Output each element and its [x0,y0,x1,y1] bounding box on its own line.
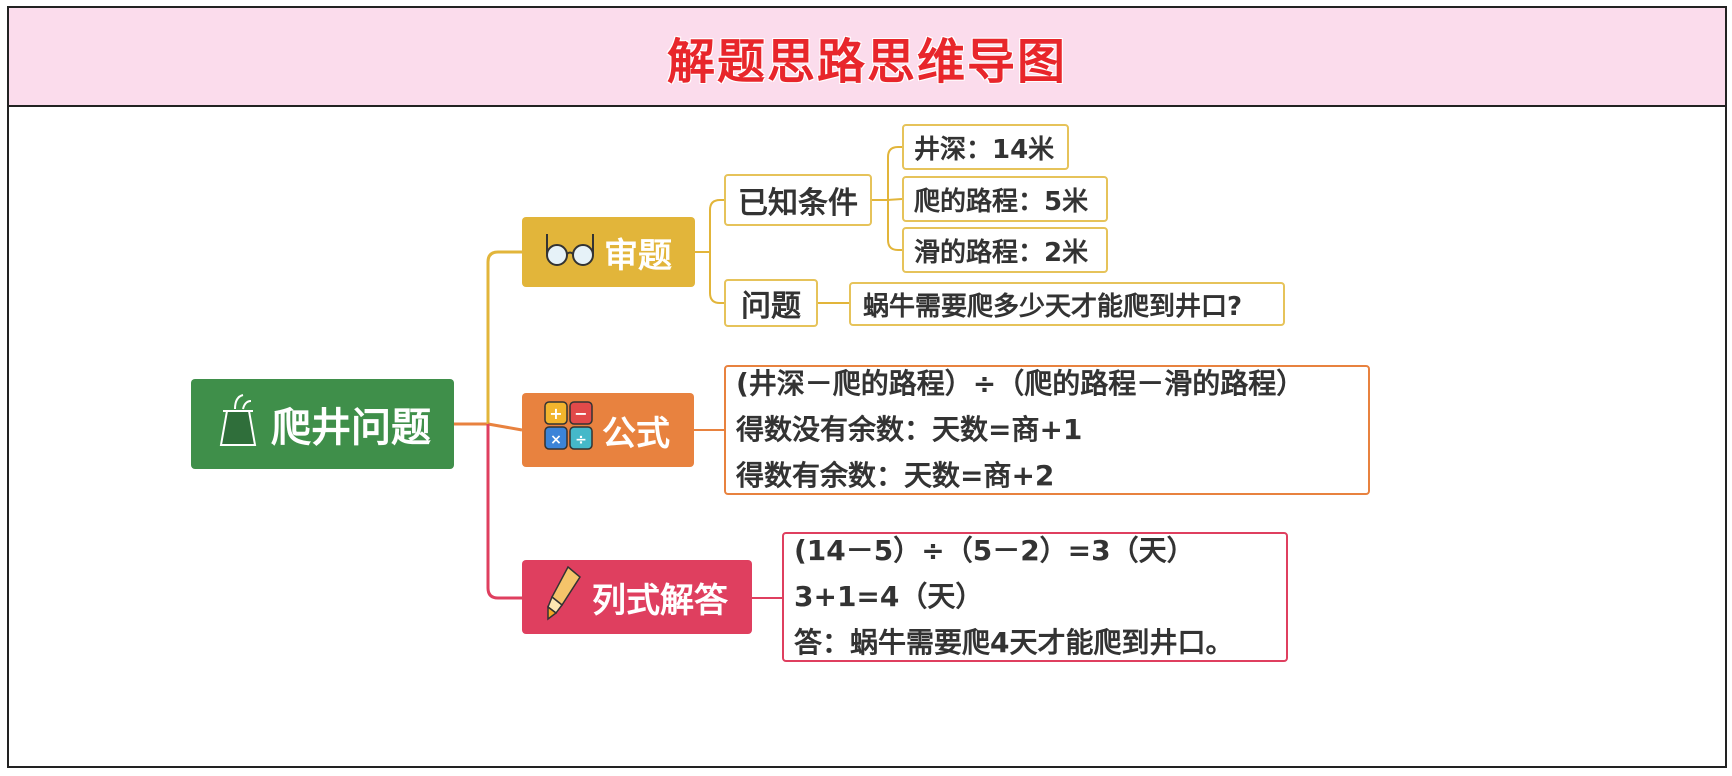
solution-line: (14－5）÷（5－2）=3（天） [794,534,1195,567]
known-item-label: 滑的路程：2米 [914,237,1089,268]
header-bar: 解题思路思维导图 [7,6,1727,107]
svg-text:+: + [549,404,562,423]
highlighter-icon [544,565,584,630]
question-text-node[interactable]: 蜗牛需要爬多少天才能爬到井口? [849,282,1285,326]
branch-solution[interactable]: 列式解答 [522,560,752,634]
formula-line: (井深－爬的路程）÷（爬的路程－滑的路程） [736,367,1305,400]
branch-review-label: 审题 [604,235,672,276]
known-conditions-label: 已知条件 [738,186,858,221]
formula-line: 得数没有余数：天数=商+1 [736,413,1083,446]
known-item-label: 爬的路程：5米 [914,186,1089,217]
glasses-icon [544,228,596,277]
question-text: 蜗牛需要爬多少天才能爬到井口? [863,291,1243,322]
branch-solution-label: 列式解答 [592,580,728,621]
known-item[interactable]: 滑的路程：2米 [902,227,1108,273]
question-node[interactable]: 问题 [724,279,818,327]
root-label: 爬井问题 [271,405,431,451]
branch-formula-label: 公式 [602,413,670,454]
calculator-icon: + − × ÷ [544,400,594,460]
solution-line: 3+1=4（天） [794,580,984,613]
formula-line: 得数有余数：天数=商+2 [736,459,1055,492]
known-item-label: 井深：14米 [914,134,1055,165]
well-icon [213,391,263,457]
formula-box[interactable]: (井深－爬的路程）÷（爬的路程－滑的路程） 得数没有余数：天数=商+1 得数有余… [724,365,1370,495]
root-node[interactable]: 爬井问题 [191,379,454,469]
solution-box[interactable]: (14－5）÷（5－2）=3（天） 3+1=4（天） 答：蜗牛需要爬4天才能爬到… [782,532,1288,662]
question-label: 问题 [741,289,801,324]
svg-text:−: − [574,404,587,423]
svg-text:÷: ÷ [575,432,587,448]
branch-formula[interactable]: + − × ÷ 公式 [522,393,694,467]
svg-text:×: × [550,432,562,448]
known-conditions-node[interactable]: 已知条件 [724,174,872,226]
known-item[interactable]: 爬的路程：5米 [902,176,1108,222]
branch-review[interactable]: 审题 [522,217,695,287]
known-item[interactable]: 井深：14米 [902,124,1069,170]
solution-line: 答：蜗牛需要爬4天才能爬到井口。 [794,626,1234,659]
page-title: 解题思路思维导图 [666,33,1067,90]
